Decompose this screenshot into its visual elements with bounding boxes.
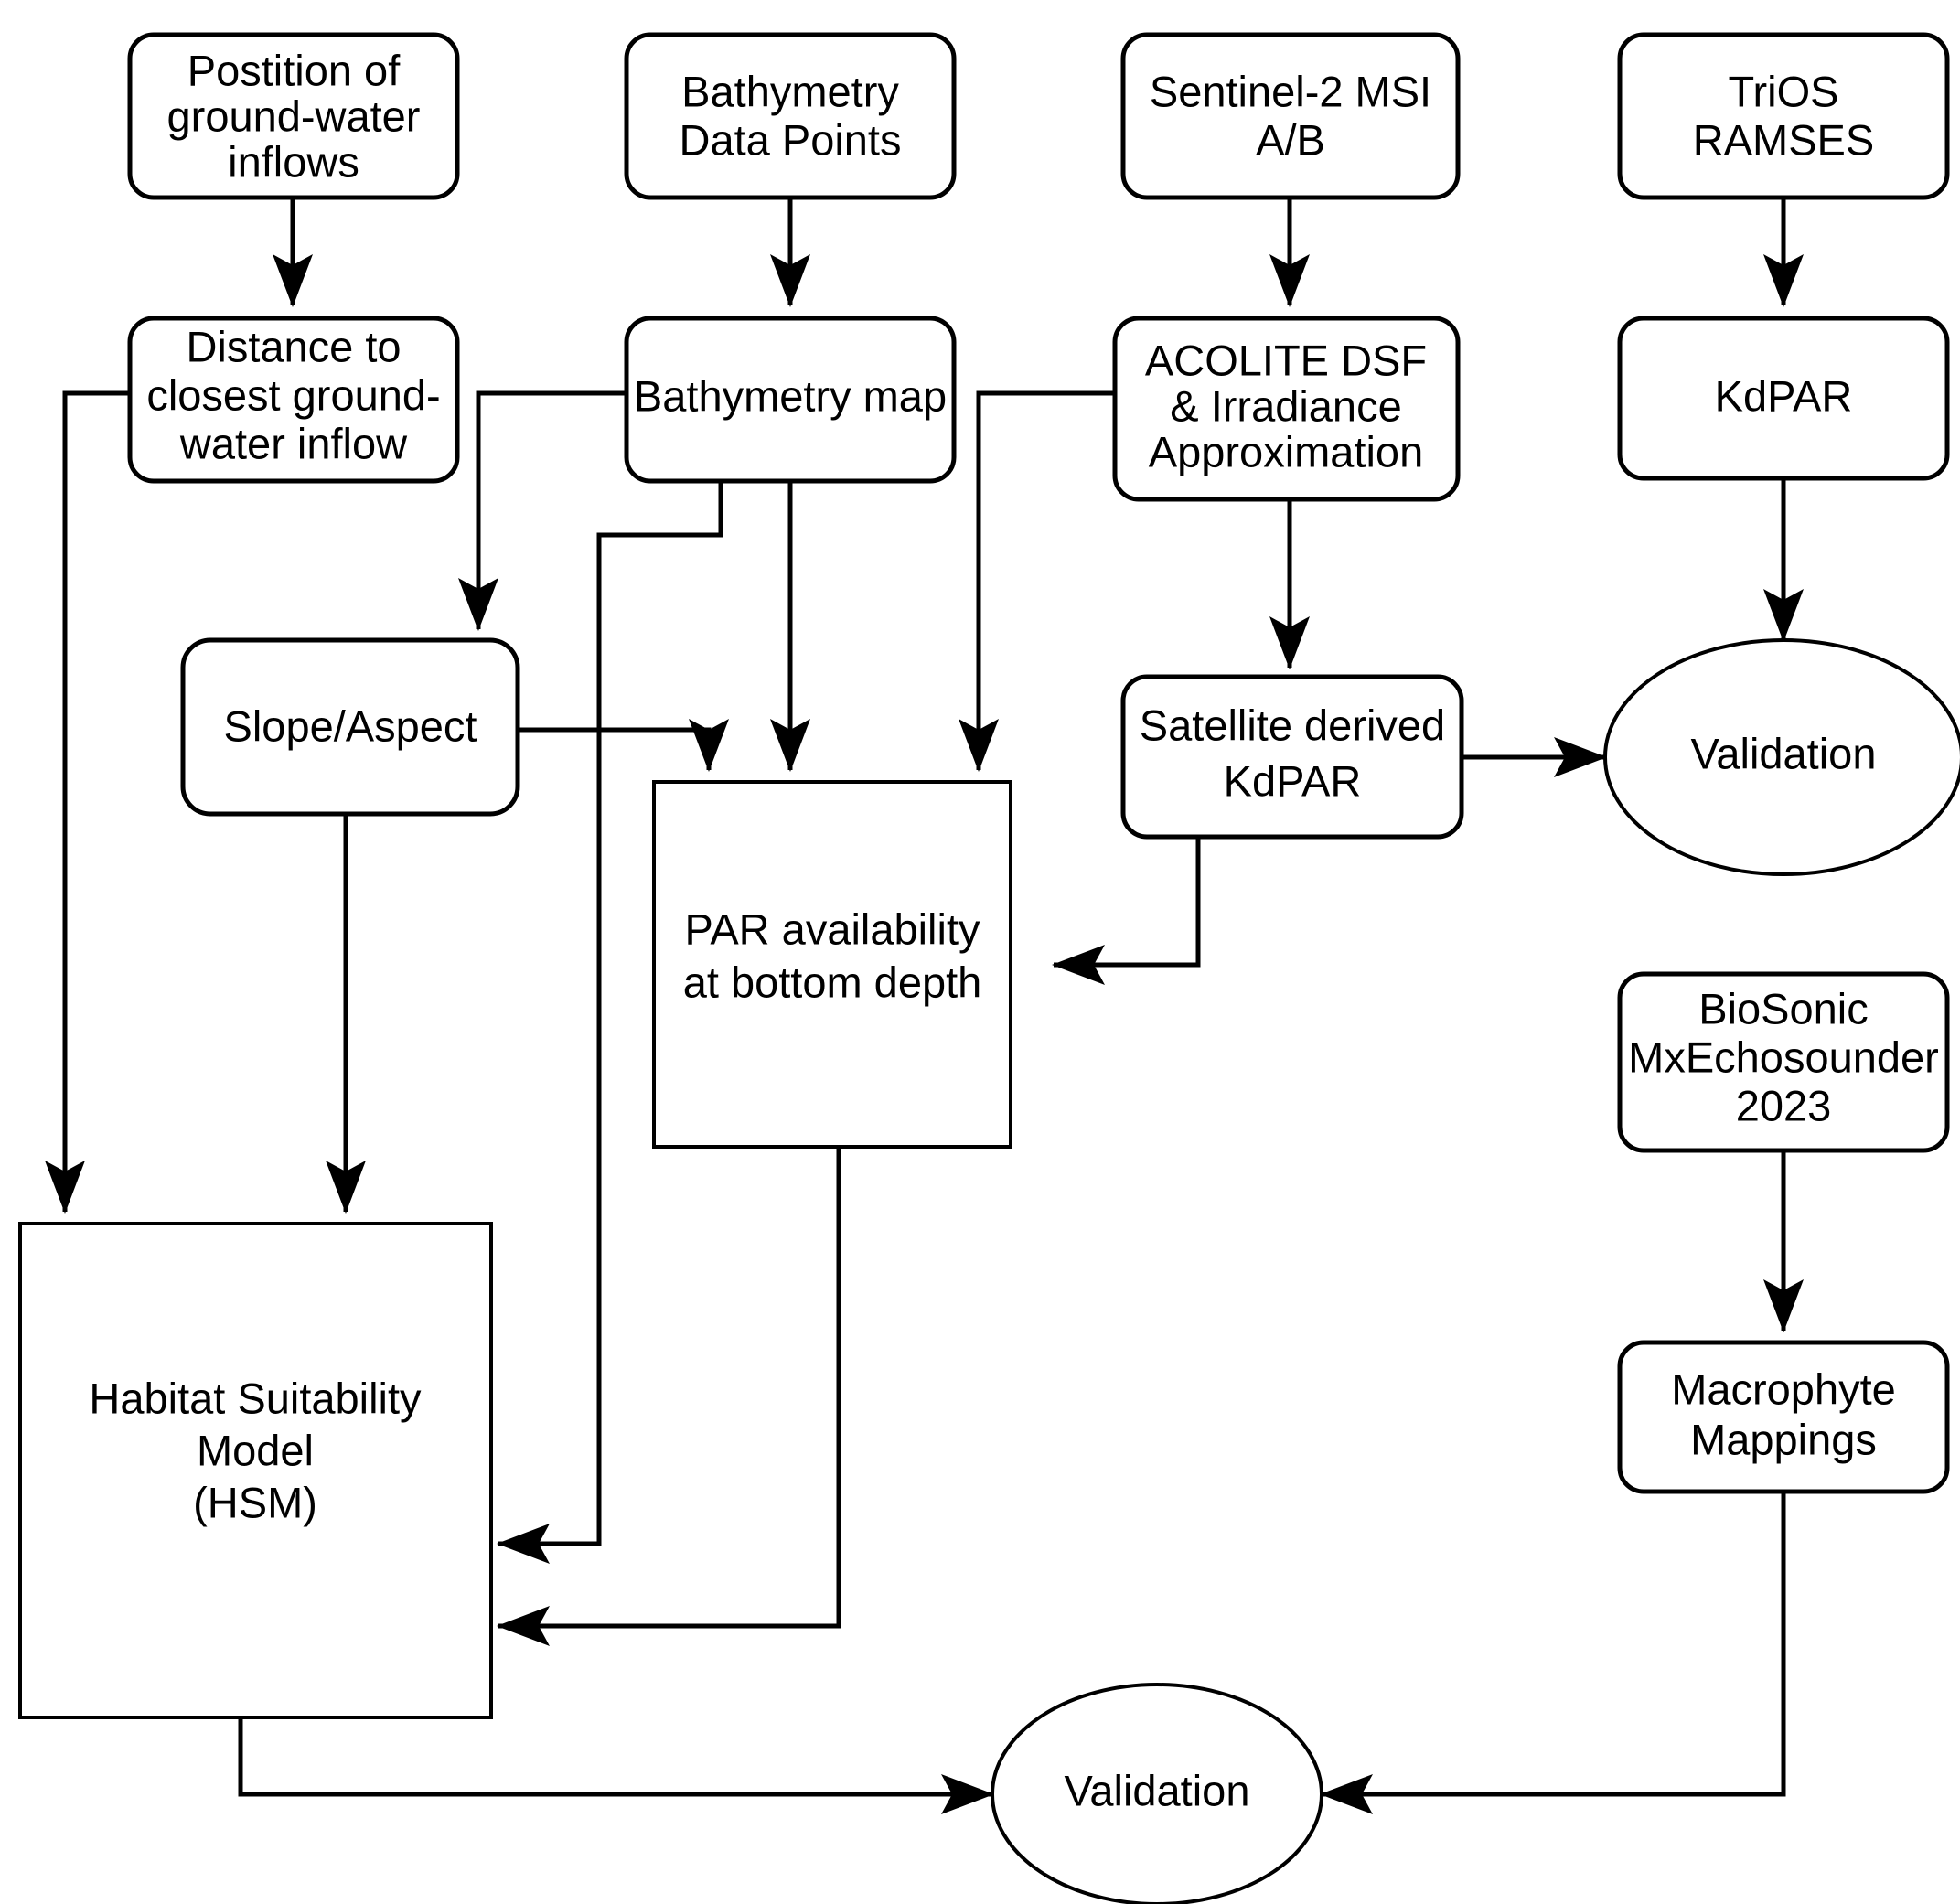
node-label-bathymap-l1: Bathymetry map	[634, 371, 947, 420]
node-label-distance-l1: Distance to	[186, 322, 401, 370]
node-shape-position-groundwater-inflows	[127, 32, 460, 200]
node-label-trios-l1: TriOS	[1729, 67, 1839, 115]
node-label-par-l2: at bottom depth	[683, 957, 982, 1006]
edge-acolite-to-par	[959, 390, 1115, 773]
node-par-availability[interactable]: PAR availability at bottom depth	[652, 780, 1012, 1149]
edge-bathymap-to-slope	[458, 390, 627, 632]
node-label-hsm-l3: (HSM)	[193, 1478, 317, 1526]
node-shape-kdpar	[1617, 316, 1950, 481]
node-label-hsm-l2: Model	[197, 1426, 314, 1474]
node-label-hsm-l1: Habitat Suitability	[89, 1374, 422, 1422]
node-slope-aspect[interactable]: Slope/Aspect	[180, 637, 520, 817]
node-label-kdpar-l1: KdPAR	[1715, 371, 1853, 420]
node-label-par-l1: PAR availability	[684, 904, 980, 953]
node-bathymetry-data-points[interactable]: Bathymetry Data Points	[624, 32, 957, 200]
node-label-distance-l2: closest ground-	[146, 370, 440, 419]
node-label-biosonic-l1: BioSonic	[1698, 984, 1869, 1032]
node-satellite-derived-kdpar[interactable]: Satellite derived KdPAR	[1120, 674, 1464, 840]
node-validation-bottom[interactable]: Validation	[991, 1683, 1323, 1904]
edge-par-to-hsm	[496, 1147, 841, 1646]
node-label-bathydata-l1: Bathymetry	[681, 67, 899, 115]
node-shape-macrophyte-mappings	[1617, 1340, 1950, 1494]
node-shape-bathymetry-data-points	[624, 32, 957, 200]
node-label-biosonic-l3: 2023	[1736, 1081, 1832, 1129]
edge-satkdpar-to-par	[1051, 825, 1201, 985]
node-habitat-suitability-model[interactable]: Habitat Suitability Model (HSM)	[18, 1222, 493, 1719]
node-label-biosonic-l2: MxEchosounder	[1628, 1032, 1939, 1081]
node-biosonic-mxechosounder[interactable]: BioSonic MxEchosounder 2023	[1617, 971, 1950, 1153]
node-label-bathydata-l2: Data Points	[680, 115, 902, 164]
edge-macrophyte-to-validation-bottom	[1319, 1492, 1786, 1814]
node-layer: Postition of ground-water inflows Bathym…	[18, 32, 1960, 1904]
node-label-macrophyte-l1: Macrophyte	[1671, 1364, 1896, 1413]
node-label-macrophyte-l2: Mappings	[1690, 1415, 1877, 1463]
node-acolite-dsf[interactable]: ACOLITE DSF & Irradiance Approximation	[1112, 316, 1461, 502]
node-shape-trios-ramses	[1617, 32, 1950, 200]
node-label-position-l3: inflows	[228, 137, 359, 186]
node-label-sentinel-l2: A/B	[1256, 115, 1325, 164]
node-shape-acolite-dsf	[1112, 316, 1461, 502]
node-label-validation-bottom-l1: Validation	[1065, 1766, 1250, 1814]
node-label-acolite-l1: ACOLITE DSF	[1145, 336, 1427, 384]
node-distance-closest-inflow[interactable]: Distance to closest ground- water inflow	[127, 316, 460, 484]
node-validation-top[interactable]: Validation	[1603, 638, 1960, 876]
node-shape-validation-top	[1603, 638, 1960, 876]
node-label-position-l2: ground-water	[167, 91, 421, 140]
node-shape-habitat-suitability-model	[18, 1222, 493, 1719]
node-label-distance-l3: water inflow	[179, 419, 408, 467]
node-bathymetry-map[interactable]: Bathymetry map	[624, 316, 957, 484]
node-label-satkdpar-l1: Satellite derived	[1140, 701, 1445, 749]
node-label-trios-l2: RAMSES	[1693, 115, 1875, 164]
edge-bathymap-to-hsm	[496, 480, 723, 1564]
node-shape-biosonic-mxechosounder	[1617, 971, 1950, 1153]
node-shape-distance-closest-inflow	[127, 316, 460, 484]
node-label-sentinel-l1: Sentinel-2 MSI	[1150, 67, 1431, 115]
edge-distance-to-hsm	[45, 390, 131, 1214]
node-shape-bathymetry-map	[624, 316, 957, 484]
node-label-acolite-l2: & Irradiance	[1170, 381, 1401, 430]
node-shape-sentinel-2-msi	[1120, 32, 1461, 200]
node-label-satkdpar-l2: KdPAR	[1224, 756, 1362, 805]
node-trios-ramses[interactable]: TriOS RAMSES	[1617, 32, 1950, 200]
edge-slope-to-par	[518, 719, 729, 773]
edge-layer	[45, 198, 1804, 1814]
node-shape-satellite-derived-kdpar	[1120, 674, 1464, 840]
node-kdpar[interactable]: KdPAR	[1617, 316, 1950, 481]
node-macrophyte-mappings[interactable]: Macrophyte Mappings	[1617, 1340, 1950, 1494]
node-shape-validation-bottom	[991, 1683, 1323, 1904]
node-label-acolite-l3: Approximation	[1149, 427, 1423, 476]
node-sentinel-2-msi[interactable]: Sentinel-2 MSI A/B	[1120, 32, 1461, 200]
node-label-position-l1: Postition of	[187, 46, 401, 94]
edge-hsm-to-validation-bottom	[238, 1717, 995, 1814]
node-shape-slope-aspect	[180, 637, 520, 817]
node-label-slope-aspect-l1: Slope/Aspect	[224, 701, 477, 750]
node-position-groundwater-inflows[interactable]: Postition of ground-water inflows	[127, 32, 460, 200]
node-label-validation-top-l1: Validation	[1691, 729, 1877, 777]
node-shape-par-availability	[652, 780, 1012, 1149]
